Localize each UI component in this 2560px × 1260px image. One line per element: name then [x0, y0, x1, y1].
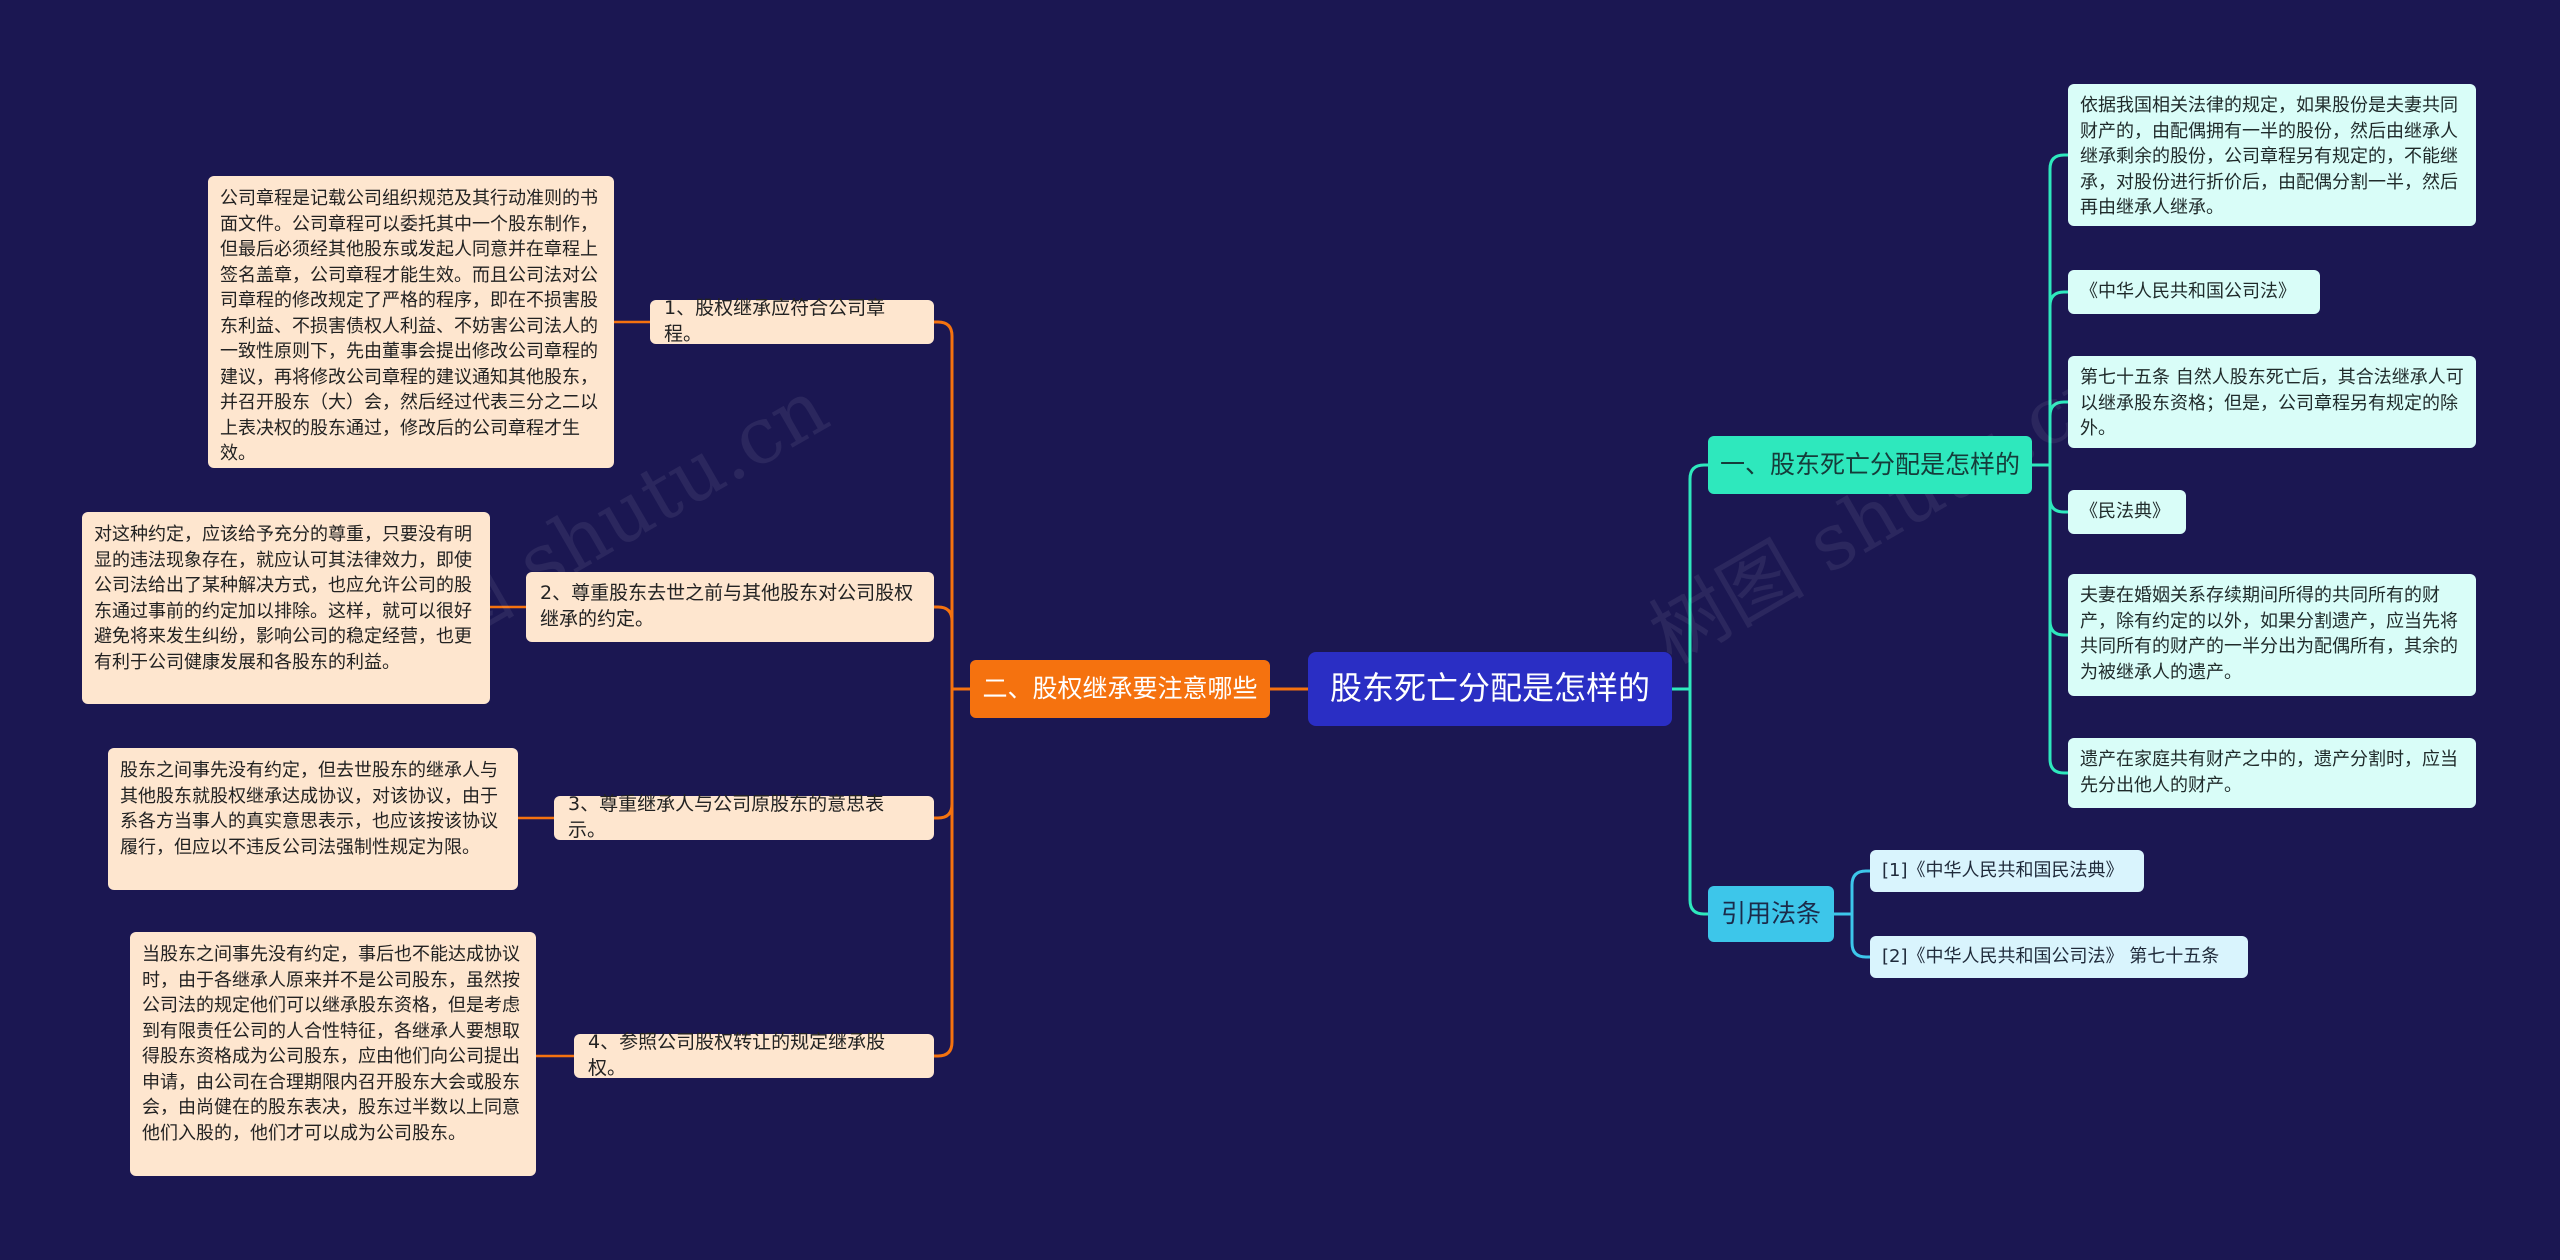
subtopic-company-charter[interactable]: 1、股权继承应符合公司章程。 [650, 297, 934, 345]
detail-respect-intent[interactable]: 股东之间事先没有约定，但去世股东的继承人与其他股东就股权继承达成协议，对该协议，… [108, 748, 518, 890]
branch-cited-laws[interactable]: 引用法条 [1708, 886, 1834, 942]
detail-equity-transfer[interactable]: 当股东之间事先没有约定，事后也不能达成协议时，由于各继承人原来并不是公司股东，虽… [130, 932, 536, 1176]
citation-company-law-75[interactable]: [2]《中华人民共和国公司法》 第七十五条 [1870, 936, 2248, 978]
branch-inheritance-notes[interactable]: 二、股权继承要注意哪些 [970, 660, 1270, 718]
detail-article-75[interactable]: 第七十五条 自然人股东死亡后，其合法继承人可以继承股东资格；但是，公司章程另有规… [2068, 356, 2476, 448]
subtopic-equity-transfer[interactable]: 4、参照公司股权转让的规定继承股权。 [574, 1031, 934, 1079]
detail-respect-agreement[interactable]: 对这种约定，应该给予充分的尊重，只要没有明显的违法现象存在，就应认可其法律效力，… [82, 512, 490, 704]
subtopic-respect-intent[interactable]: 3、尊重继承人与公司原股东的意思表示。 [554, 793, 934, 841]
detail-joint-property-shares[interactable]: 依据我国相关法律的规定，如果股份是夫妻共同财产的，由配偶拥有一半的股份，然后由继… [2068, 84, 2476, 226]
detail-family-property[interactable]: 遗产在家庭共有财产之中的，遗产分割时，应当先分出他人的财产。 [2068, 738, 2476, 808]
citation-civil-code[interactable]: [1]《中华人民共和国民法典》 [1870, 850, 2144, 892]
root-topic[interactable]: 股东死亡分配是怎样的 [1308, 652, 1672, 726]
detail-company-charter[interactable]: 公司章程是记载公司组织规范及其行动准则的书面文件。公司章程可以委托其中一个股东制… [208, 176, 614, 468]
reference-civil-code[interactable]: 《民法典》 [2068, 490, 2186, 534]
reference-company-law[interactable]: 《中华人民共和国公司法》 [2068, 270, 2320, 314]
branch-death-distribution[interactable]: 一、股东死亡分配是怎样的 [1708, 436, 2032, 494]
subtopic-respect-agreement[interactable]: 2、尊重股东去世之前与其他股东对公司股权继承的约定。 [526, 572, 934, 642]
detail-marital-property[interactable]: 夫妻在婚姻关系存续期间所得的共同所有的财产，除有约定的以外，如果分割遗产，应当先… [2068, 574, 2476, 696]
